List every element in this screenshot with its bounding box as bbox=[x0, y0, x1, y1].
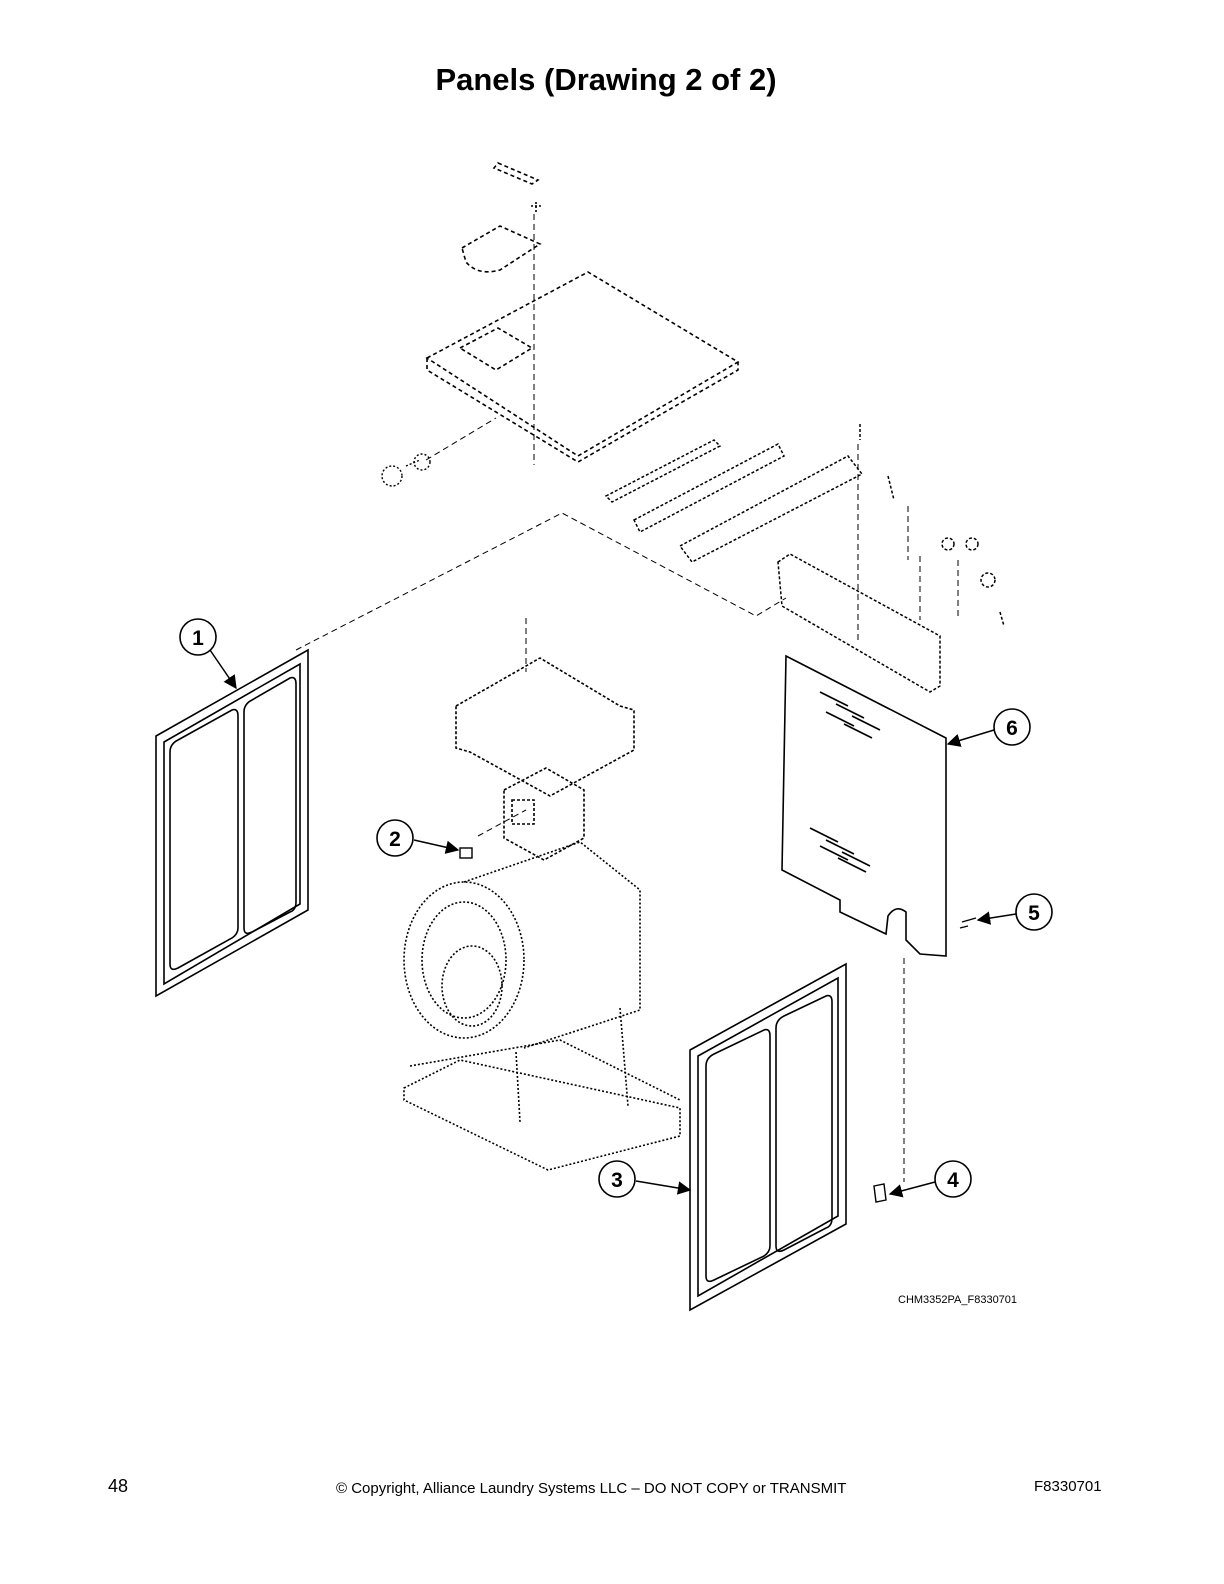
callout-label-2: 2 bbox=[389, 828, 401, 851]
callout-2: 2 bbox=[376, 819, 460, 857]
right-side-panel bbox=[781, 654, 947, 957]
left-side-panel bbox=[155, 648, 309, 998]
page-title: Panels (Drawing 2 of 2) bbox=[435, 62, 777, 97]
front-panel bbox=[689, 962, 847, 1312]
copyright-notice: © Copyright, Alliance Laundry Systems LL… bbox=[336, 1480, 847, 1497]
callout-label-3: 3 bbox=[611, 1169, 623, 1192]
callout-5: 5 bbox=[976, 893, 1053, 931]
control-rails bbox=[604, 424, 864, 563]
top-panel-assembly bbox=[425, 162, 740, 463]
control-guide-lines bbox=[295, 444, 959, 651]
callout-3: 3 bbox=[598, 1160, 692, 1198]
dryer-cabinet bbox=[403, 841, 681, 1171]
small-parts bbox=[459, 809, 977, 1203]
document-number: F8330701 bbox=[1034, 1478, 1102, 1495]
callout-6: 6 bbox=[946, 708, 1031, 747]
callout-label-4: 4 bbox=[947, 1169, 959, 1192]
top-latch-parts bbox=[381, 453, 431, 487]
callout-label-1: 1 bbox=[192, 627, 204, 650]
page-number: 48 bbox=[108, 1476, 129, 1496]
callout-1: 1 bbox=[179, 618, 237, 690]
callout-label-5: 5 bbox=[1028, 902, 1040, 925]
top-guide-lines bbox=[425, 214, 535, 465]
blower-housing bbox=[455, 618, 635, 861]
callout-4: 4 bbox=[888, 1160, 972, 1198]
drawing-id: CHM3352PA_F8330701 bbox=[898, 1294, 1018, 1306]
control-panel-assembly bbox=[777, 475, 1005, 693]
callout-label-6: 6 bbox=[1006, 717, 1018, 740]
